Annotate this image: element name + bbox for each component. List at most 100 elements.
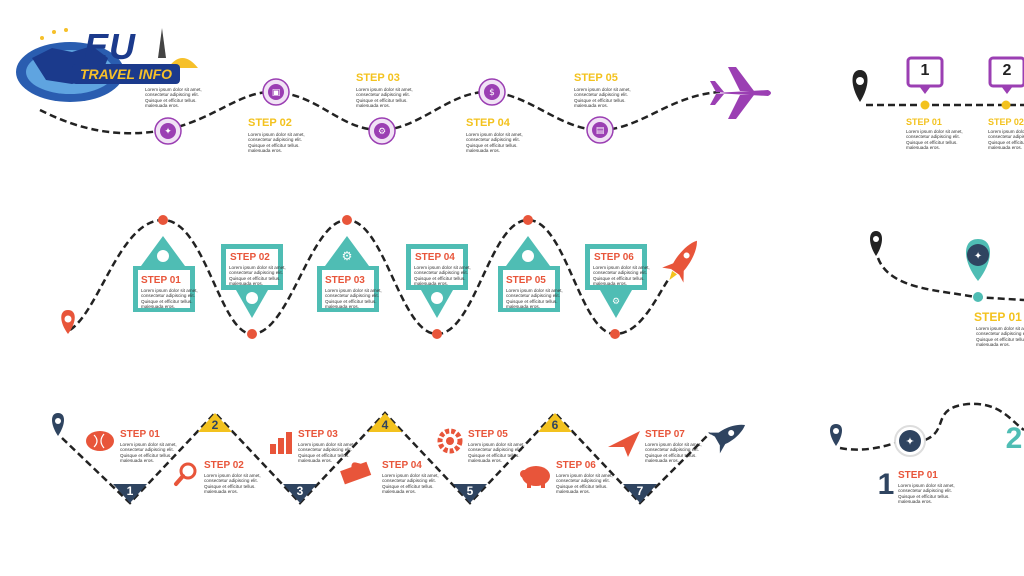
row3-step-desc: Lorem ipsum dolor sit amet, consectetur … xyxy=(556,473,613,495)
eu-travel-info-logo[interactable]: EU TRAVEL INFO xyxy=(12,18,202,110)
row2-step-desc: Lorem ipsum dolor sit amet, consectetur … xyxy=(593,265,650,287)
row3-tri-6 xyxy=(538,413,572,432)
row3-number: 3 xyxy=(296,484,304,498)
row3-number: 7 xyxy=(636,484,644,498)
row3-tri-4 xyxy=(368,413,402,432)
row2-box-6: ⚙ xyxy=(585,244,647,318)
row2-box-4 xyxy=(406,244,468,318)
row3-step-desc: Lorem ipsum dolor sit amet, consectetur … xyxy=(204,473,261,495)
row2-step-desc: Lorem ipsum dolor sit amet, consectetur … xyxy=(325,288,382,310)
svg-text:✦: ✦ xyxy=(974,251,982,262)
right2-route xyxy=(876,257,1024,302)
row3-pin-icon xyxy=(52,413,64,436)
right1-marker-2 xyxy=(988,56,1024,94)
row2-step-label: STEP 02 xyxy=(230,252,270,263)
right2-marker-icon: ✦ xyxy=(966,239,990,281)
row2-box-3: ⚙ xyxy=(317,236,379,312)
row1-icon-1: ✦ xyxy=(154,117,182,145)
row3-step-label: STEP 07 xyxy=(645,429,685,440)
row1-icon-3: ⚙ xyxy=(368,117,396,145)
row1-step-label: STEP 02 xyxy=(248,117,292,129)
row3-step-desc: Lorem ipsum dolor sit amet, consectetur … xyxy=(382,473,439,495)
row3-step-label: STEP 05 xyxy=(468,429,508,440)
row3-tri-1 xyxy=(113,484,147,503)
svg-text:⚙: ⚙ xyxy=(378,127,386,137)
puzzle-icon xyxy=(340,461,372,485)
row3-step-label: STEP 01 xyxy=(120,429,160,440)
right1-step-label: STEP 01 xyxy=(906,117,942,127)
row2-step-label: STEP 03 xyxy=(325,275,365,286)
row3-number: 4 xyxy=(381,418,389,432)
row3-number: 2 xyxy=(211,418,219,432)
svg-text:⚙: ⚙ xyxy=(342,249,353,263)
right2-step-desc: Lorem ipsum dolor sit amet, consectetur … xyxy=(976,326,1024,348)
rocket-icon xyxy=(662,240,697,283)
row2-box-5 xyxy=(498,236,560,312)
right2-pin-icon xyxy=(870,231,882,256)
row2-step-label: STEP 04 xyxy=(415,252,455,263)
brain-icon xyxy=(86,431,114,451)
row2-step-label: STEP 06 xyxy=(594,252,634,263)
row3-step-label: STEP 03 xyxy=(298,429,338,440)
row3-tri-7 xyxy=(623,484,657,503)
svg-text:✦: ✦ xyxy=(164,127,172,137)
right3-big-number: 2 xyxy=(1005,422,1023,455)
row3-step-desc: Lorem ipsum dolor sit amet, consectetur … xyxy=(120,442,177,464)
row3-number: 5 xyxy=(466,484,474,498)
row1-step-desc: Lorem ipsum dolor sit amet, consectetur … xyxy=(574,87,631,109)
right3-route xyxy=(839,402,1024,451)
right3-step-label: STEP 01 xyxy=(898,470,938,481)
row1-step-desc: Lorem ipsum dolor sit amet, consectetur … xyxy=(466,132,523,154)
right1-marker-1 xyxy=(906,56,944,94)
row3-number: 6 xyxy=(551,418,559,432)
right1-step-desc: Lorem ipsum dolor sit amet, consectetur … xyxy=(906,129,963,151)
right1-step-desc: Lorem ipsum dolor sit amet, consectetur … xyxy=(988,129,1024,151)
right1-pin-number: 1 xyxy=(920,62,930,79)
row1-step-label: STEP 04 xyxy=(466,117,510,129)
row3-step-label: STEP 04 xyxy=(382,460,422,471)
row2-box-1 xyxy=(133,236,195,312)
row3-tri-2 xyxy=(198,413,232,432)
right3-number: 1 xyxy=(877,468,895,501)
row3-step-label: STEP 06 xyxy=(556,460,596,471)
svg-text:$: $ xyxy=(489,88,495,98)
row1-step-desc: Lorem ipsum dolor sit amet, consectetur … xyxy=(248,132,305,154)
row2-step-desc: Lorem ipsum dolor sit amet, consectetur … xyxy=(506,288,563,310)
row1-icon-5: ▤ xyxy=(586,116,614,144)
row3-number: 1 xyxy=(126,484,134,498)
row2-box-2 xyxy=(221,244,283,318)
right1-pin-number: 2 xyxy=(1002,62,1012,79)
gear-icon xyxy=(437,428,463,454)
right3-step-desc: Lorem ipsum dolor sit amet, consectetur … xyxy=(898,483,955,505)
row1-step-desc: Lorem ipsum dolor sit amet, consectetur … xyxy=(356,87,413,109)
location-pin-icon xyxy=(61,310,75,334)
logo-subtitle: TRAVEL INFO xyxy=(72,64,181,84)
row3-tri-5 xyxy=(453,484,487,503)
svg-text:▤: ▤ xyxy=(596,126,605,136)
piggy-bank-icon xyxy=(520,466,550,488)
search-icon xyxy=(174,462,197,486)
row1-step-label: STEP 03 xyxy=(356,72,400,84)
row2-step-label: STEP 05 xyxy=(506,275,546,286)
right1-pin-icon xyxy=(852,70,868,102)
svg-text:✦: ✦ xyxy=(905,435,914,448)
svg-text:▣: ▣ xyxy=(272,88,281,98)
bar-chart-icon xyxy=(270,432,292,454)
row1-icon-4: $ xyxy=(478,78,506,106)
row3-rocket-icon xyxy=(707,424,746,454)
row1-step-label: STEP 05 xyxy=(574,72,618,84)
row1-icon-2: ▣ xyxy=(262,78,290,106)
paper-plane-icon xyxy=(608,431,640,457)
logo-title: EU xyxy=(84,26,137,67)
right3-pin-icon xyxy=(830,424,842,446)
right3-bulb-icon: ✦ xyxy=(894,425,926,457)
row1-step-desc: Lorem ipsum dolor sit amet, consectetur … xyxy=(145,87,202,109)
row3-tri-3 xyxy=(283,484,317,503)
row2-step-label: STEP 01 xyxy=(141,275,181,286)
row3-step-desc: Lorem ipsum dolor sit amet, consectetur … xyxy=(645,442,702,464)
row3-step-desc: Lorem ipsum dolor sit amet, consectetur … xyxy=(298,442,355,464)
row3-step-label: STEP 02 xyxy=(204,460,244,471)
right1-step-label: STEP 02 xyxy=(988,117,1024,127)
row2-dots xyxy=(158,215,620,339)
